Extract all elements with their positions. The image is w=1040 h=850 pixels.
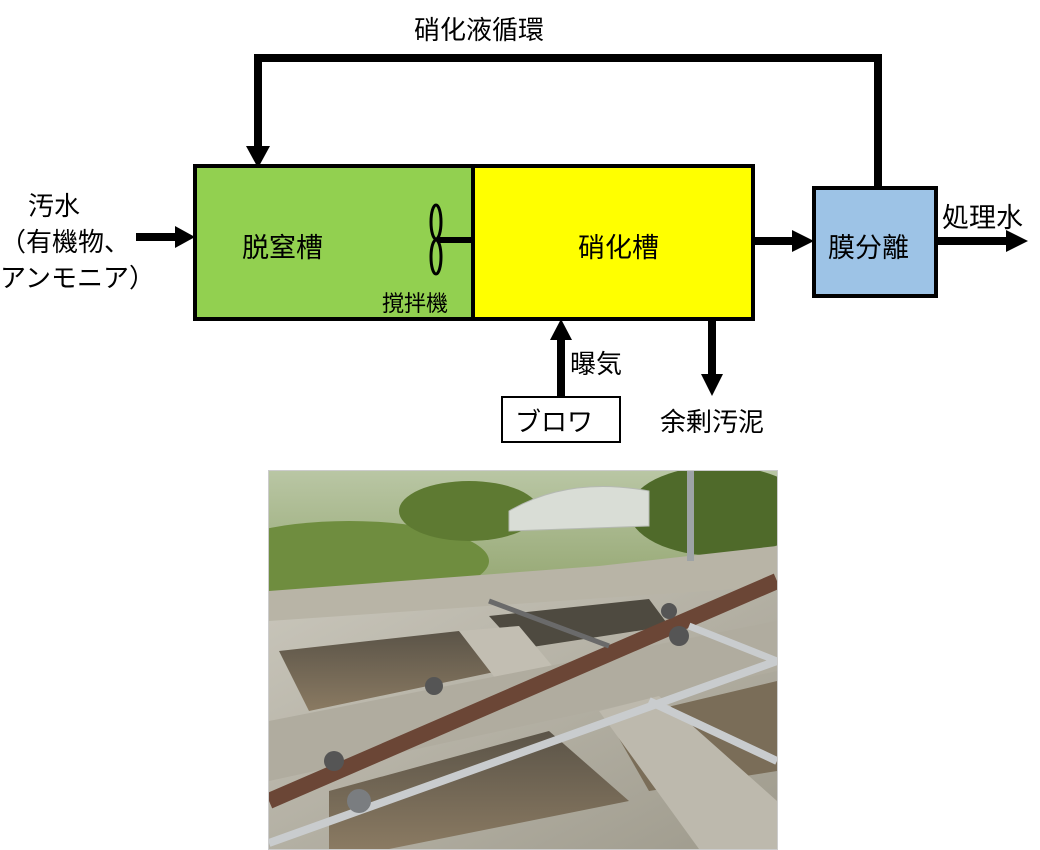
treated-water-label: 処理水 [942,203,1023,234]
to-membrane-arrowhead [792,230,814,252]
nitrification-tank [471,164,755,321]
aeration-arrowhead [550,319,572,340]
mixer-label: 撹拌機 [382,292,449,317]
excess-sludge-arrowhead [701,374,723,396]
denitrification-tank-label: 脱窒槽 [242,233,323,264]
inlet-label-line1: 汚水 [28,192,81,222]
excess-sludge-label: 余剰汚泥 [660,408,765,438]
nitrification-tank-label: 硝化槽 [578,233,659,264]
mixer-blade-bottom [429,238,443,276]
process-flow-diagram [136,54,1028,443]
aeration-label: 曝気 [570,350,623,380]
membrane-unit-label: 膜分離 [828,233,909,264]
treated-water-arrowhead [1006,230,1028,252]
recycle-line [254,54,882,188]
inlet-label-line2: （有機物、 [0,228,131,258]
treatment-facility-photo-drawing [269,471,777,849]
recycle-arrowhead [246,146,270,168]
inlet-label-line3: アンモニア） [0,264,155,294]
inlet-arrowhead [175,226,195,248]
blower-box [501,396,621,443]
denitrification-tank [193,164,475,321]
treatment-facility-photo [268,470,778,850]
blower-label: ブロワ [515,408,594,438]
recycle-label: 硝化液循環 [414,16,545,46]
